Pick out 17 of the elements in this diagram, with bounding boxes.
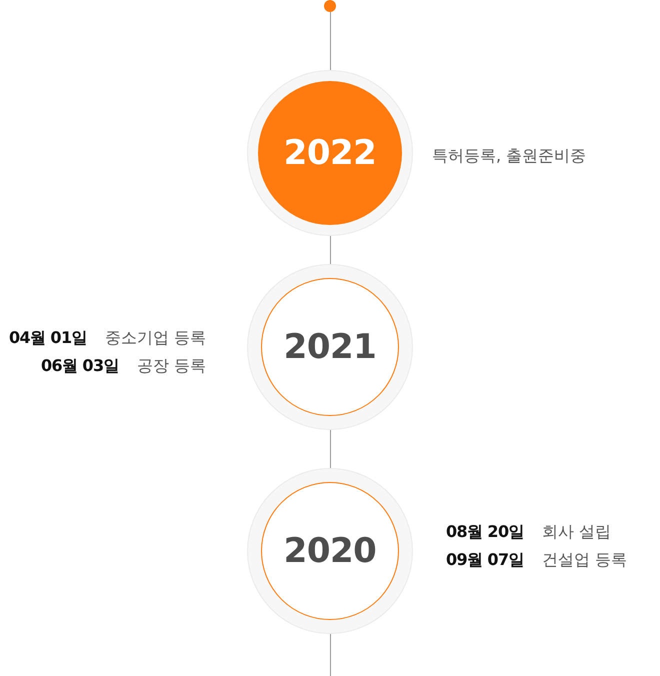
event-label: 특허등록, 출원준비중 bbox=[432, 146, 586, 168]
timeline-line bbox=[330, 634, 331, 676]
date-label: 04월 01일 bbox=[9, 328, 87, 350]
event-label: 건설업 등록 bbox=[542, 550, 627, 571]
date-label: 09월 07일 bbox=[446, 550, 524, 571]
year-label: 2020 bbox=[284, 534, 376, 568]
event-label: 공장 등록 bbox=[136, 356, 206, 377]
event-label: 중소기업 등록 bbox=[104, 328, 206, 350]
year-label: 2022 bbox=[284, 136, 376, 170]
year-label: 2021 bbox=[284, 330, 376, 364]
timeline-line bbox=[330, 430, 331, 468]
dot-icon bbox=[324, 0, 336, 12]
date-label: 06월 03일 bbox=[41, 356, 119, 377]
event-label: 회사 설립 bbox=[542, 522, 611, 544]
timeline-line bbox=[330, 12, 331, 70]
timeline-line bbox=[330, 236, 331, 264]
date-label: 08월 20일 bbox=[446, 522, 524, 544]
